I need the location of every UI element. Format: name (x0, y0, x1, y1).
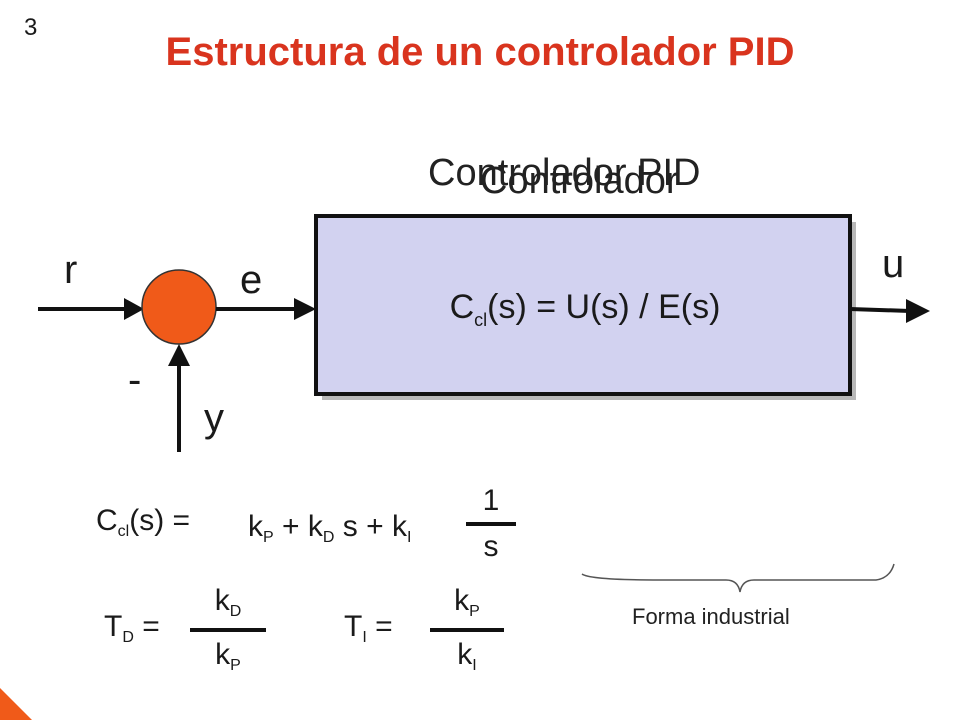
output-arrowhead (906, 299, 930, 323)
eq-c: C (96, 504, 118, 537)
corner-accent (0, 688, 32, 720)
controller-block (314, 214, 852, 396)
transfer-function-label: Ccl(s) = U(s) / E(s) (318, 288, 852, 331)
eq-sub-d: D (322, 529, 335, 546)
td-equals: = (142, 610, 160, 643)
transfer-sub-cl: cl (474, 310, 488, 330)
error-arrowhead (294, 298, 316, 320)
ti-equals: = (375, 610, 393, 643)
signal-e: e (240, 258, 263, 302)
td-num-k: k (214, 584, 230, 617)
transfer-rhs: (s) = U(s) / E(s) (487, 288, 721, 326)
eq-plus-1: + (282, 510, 300, 543)
industrial-form-label: Forma industrial (632, 604, 790, 629)
feedback-arrowhead (168, 344, 190, 366)
ti-lhs: TI = (344, 610, 393, 647)
eq-k-d: k (307, 510, 323, 543)
transfer-c: C (449, 288, 475, 326)
signal-y: y (204, 396, 224, 440)
td-denominator: kP (190, 638, 266, 675)
eq-lhs-tail: (s) = (129, 504, 191, 537)
minus-sign: - (128, 358, 142, 402)
block-label-controlador-pid: Controlador PID (428, 152, 701, 194)
td-t: T (104, 610, 123, 643)
td-numerator: kD (190, 584, 266, 621)
td-lhs: TD = (104, 610, 160, 647)
equation-lhs: Ccl(s) = (96, 504, 190, 541)
ti-sub: I (362, 629, 367, 646)
industrial-form-brace (581, 563, 895, 593)
ti-num-k: k (454, 584, 470, 617)
slide-number: 3 (24, 14, 38, 41)
td-sub: D (122, 629, 134, 646)
eq-numerator: 1 (482, 484, 500, 517)
ti-numerator: kP (430, 584, 504, 621)
eq-sub-i: I (407, 529, 412, 546)
eq-sub-cl: cl (117, 523, 130, 540)
ti-den-k: k (457, 638, 473, 671)
block-label-controlador: Controlador (480, 160, 679, 202)
signal-r: r (64, 248, 78, 292)
ti-num-sub: P (469, 603, 480, 620)
td-num-sub: D (229, 603, 242, 620)
eq-sub-p: P (263, 529, 274, 546)
slide-title: Estructura de un controlador PID (165, 30, 795, 74)
output-arrow-line (849, 307, 911, 313)
td-den-sub: P (230, 657, 241, 674)
signal-u: u (882, 242, 905, 286)
ti-t: T (344, 610, 363, 643)
td-den-k: k (215, 638, 231, 671)
eq-denominator: s (483, 530, 499, 563)
eq-k-i: k (392, 510, 408, 543)
ti-denominator: kI (430, 638, 504, 675)
eq-s: s (342, 510, 358, 543)
eq-plus-2: + (366, 510, 384, 543)
ti-den-sub: I (472, 657, 477, 674)
eq-k-p: k (248, 510, 263, 543)
equation-rhs: kP + kD s + kI (248, 510, 411, 547)
summing-junction (141, 269, 217, 345)
input-arrowhead (124, 298, 144, 320)
